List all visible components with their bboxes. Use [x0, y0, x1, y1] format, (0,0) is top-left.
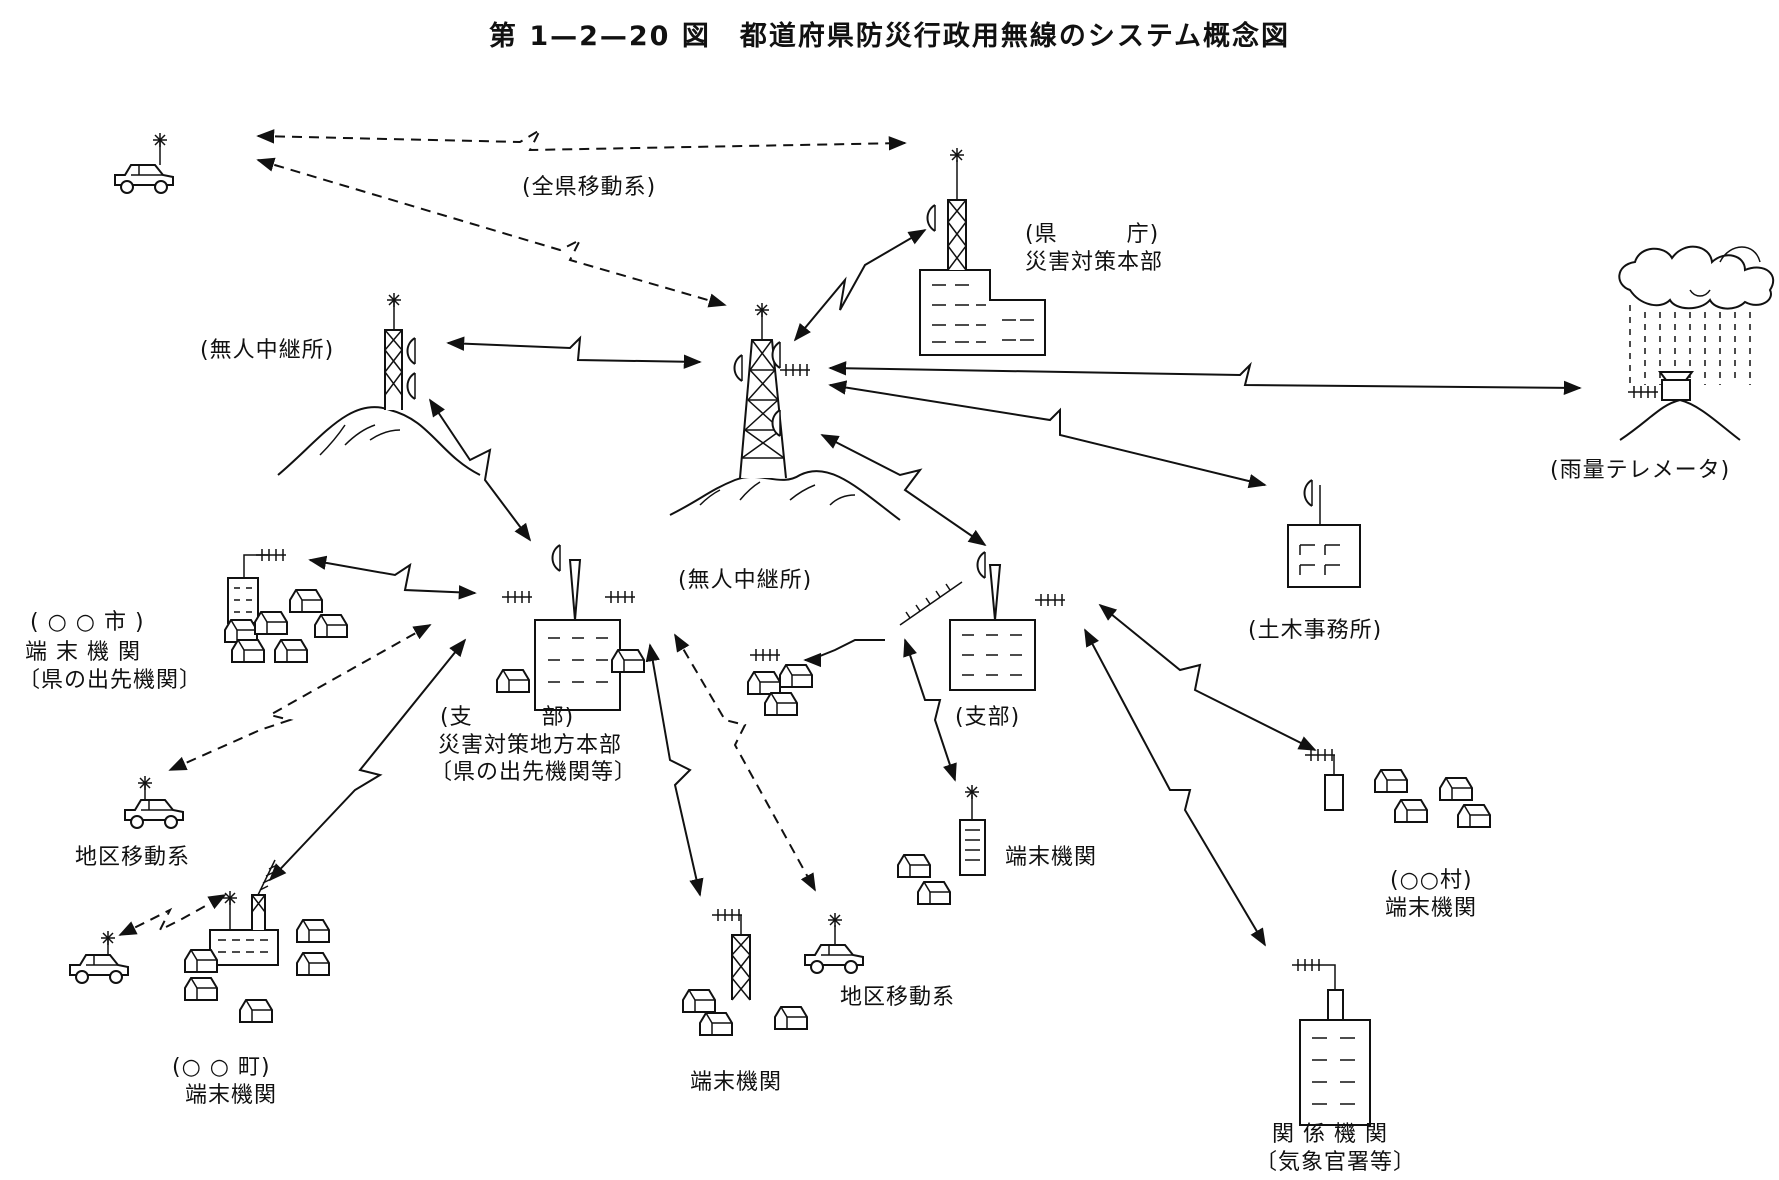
diagram-title: 第 1—2—20 図 都道府県防災行政用無線のシステム概念図 — [488, 21, 1291, 52]
label-district-mobile-bottom: 地区移動系 — [840, 985, 956, 1010]
label-village-name: (○○村) — [1390, 868, 1473, 893]
civil-engineering-office — [1287, 479, 1361, 588]
rain-cloud-icon — [1618, 245, 1775, 441]
left-relay-mountain — [277, 292, 481, 476]
vehicle-icon — [124, 775, 184, 829]
label-zenken-mobile: (全県移動系) — [522, 175, 657, 200]
label-terminal-middle: 端末機関 — [1005, 845, 1098, 870]
label-city-outpost: 〔県の出先機関〕 — [18, 668, 203, 693]
branch-left-building — [496, 544, 645, 711]
label-unmanned-relay-center: (無人中継所) — [678, 568, 813, 593]
vehicle-icon — [69, 930, 129, 984]
label-city-terminal: 端 末 機 関 — [25, 640, 141, 665]
label-regional-disaster-hq: 災害対策地方本部 — [438, 733, 623, 758]
label-civil-engineering-office: (土木事務所) — [1248, 618, 1383, 643]
city-terminal-cluster — [224, 548, 348, 663]
label-related-organization: 関 係 機 関 — [1272, 1122, 1388, 1147]
radio-links — [118, 127, 1582, 947]
label-branch-right: (支部) — [955, 705, 1021, 730]
tower-icon — [926, 147, 967, 271]
label-town-terminal: 端末機関 — [185, 1083, 278, 1108]
label-branch-outpost: 〔県の出先機関等〕 — [430, 760, 638, 785]
label-weather-office: 〔気象官署等〕 — [1255, 1150, 1417, 1175]
parabolic-dish-icon — [926, 204, 936, 232]
label-town-name: (○ ○ 町) — [172, 1055, 271, 1080]
bottom-terminal-cluster — [682, 908, 808, 1036]
village-terminal-cluster — [1304, 748, 1491, 828]
label-terminal-bottom: 端末機関 — [690, 1070, 783, 1095]
vehicle-icon — [114, 132, 174, 194]
prefectural-office-building — [919, 147, 1046, 356]
label-village-terminal: 端末機関 — [1385, 896, 1478, 921]
label-branch-left: (支 部) — [440, 705, 575, 730]
town-terminal-cluster — [184, 859, 330, 1023]
label-district-mobile-left: 地区移動系 — [75, 845, 191, 870]
label-prefectural-office: (県 庁) — [1025, 222, 1160, 247]
label-disaster-hq: 災害対策本部 — [1025, 250, 1164, 275]
label-city-name: ( ○ ○ 市 ) — [30, 610, 145, 635]
label-unmanned-relay-left: (無人中継所) — [200, 338, 335, 363]
middle-terminal-cluster — [897, 784, 986, 905]
related-organization-building — [1291, 958, 1371, 1126]
center-relay-mountain — [669, 302, 901, 521]
label-rain-telemeter: (雨量テレメータ) — [1550, 458, 1731, 483]
branch-right-building — [747, 551, 1066, 716]
vehicle-icon — [804, 912, 864, 974]
